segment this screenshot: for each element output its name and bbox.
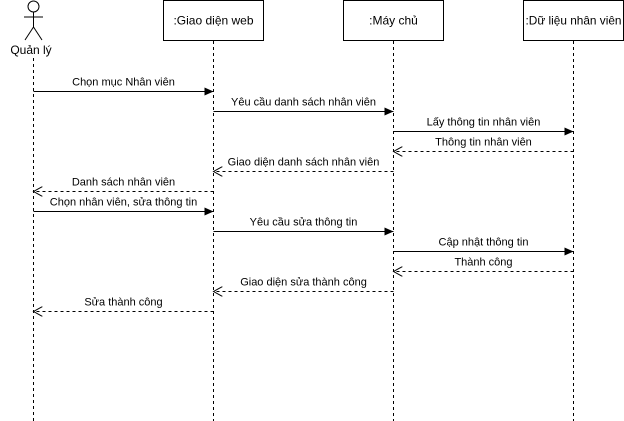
message-label: Cập nhật thông tin: [439, 237, 529, 249]
message-label: Sửa thành công: [84, 297, 162, 309]
message-label: Lấy thông tin nhân viên: [427, 117, 541, 129]
message-label: Giao diện sửa thành công: [240, 277, 367, 289]
message-label: Yêu cầu danh sách nhân viên: [231, 97, 376, 109]
message-7: Chọn nhân viên, sửa thông tin: [33, 197, 214, 216]
lifelines-layer: [33, 41, 574, 421]
participant-label: :Máy chủ: [369, 14, 418, 28]
participant-giao-dien-web: :Giao diện web: [163, 0, 264, 41]
participant-label: Quản lý: [10, 43, 51, 57]
actor-stick-figure-icon: [24, 0, 43, 41]
message-label: Thành công: [454, 257, 512, 269]
message-9: Cập nhật thông tin: [393, 237, 574, 256]
message-label: Yêu cầu sửa thông tin: [250, 217, 358, 229]
message-1: Chọn mục Nhân viên: [33, 77, 214, 96]
participant-box: [523, 0, 624, 41]
message-label: Danh sách nhân viên: [72, 177, 175, 189]
message-4: Thông tin nhân viên: [394, 137, 574, 152]
participant-may-chu: :Máy chủ: [343, 0, 444, 41]
message-10: Thành công: [394, 257, 574, 272]
message-label: Giao diện danh sách nhân viên: [228, 157, 380, 169]
message-label: Thông tin nhân viên: [435, 137, 532, 149]
message-11: Giao diện sửa thành công: [214, 277, 394, 292]
message-8: Yêu cầu sửa thông tin: [213, 217, 394, 236]
message-5: Giao diện danh sách nhân viên: [214, 157, 394, 172]
participant-du-lieu-nhan-vien: :Dữ liệu nhân viên: [523, 0, 624, 41]
participant-box: [343, 0, 444, 41]
message-6: Danh sách nhân viên: [34, 177, 214, 192]
participant-box: [163, 0, 264, 41]
message-label: Chọn mục Nhân viên: [72, 77, 175, 89]
message-2: Yêu cầu danh sách nhân viên: [213, 97, 394, 116]
message-12: Sửa thành công: [34, 297, 214, 312]
actor-quan-ly: Quản lý: [10, 0, 52, 57]
participant-label: :Giao diện web: [173, 14, 253, 28]
message-3: Lấy thông tin nhân viên: [393, 117, 574, 136]
participant-label: :Dữ liệu nhân viên: [526, 14, 622, 28]
message-label: Chọn nhân viên, sửa thông tin: [50, 197, 197, 209]
